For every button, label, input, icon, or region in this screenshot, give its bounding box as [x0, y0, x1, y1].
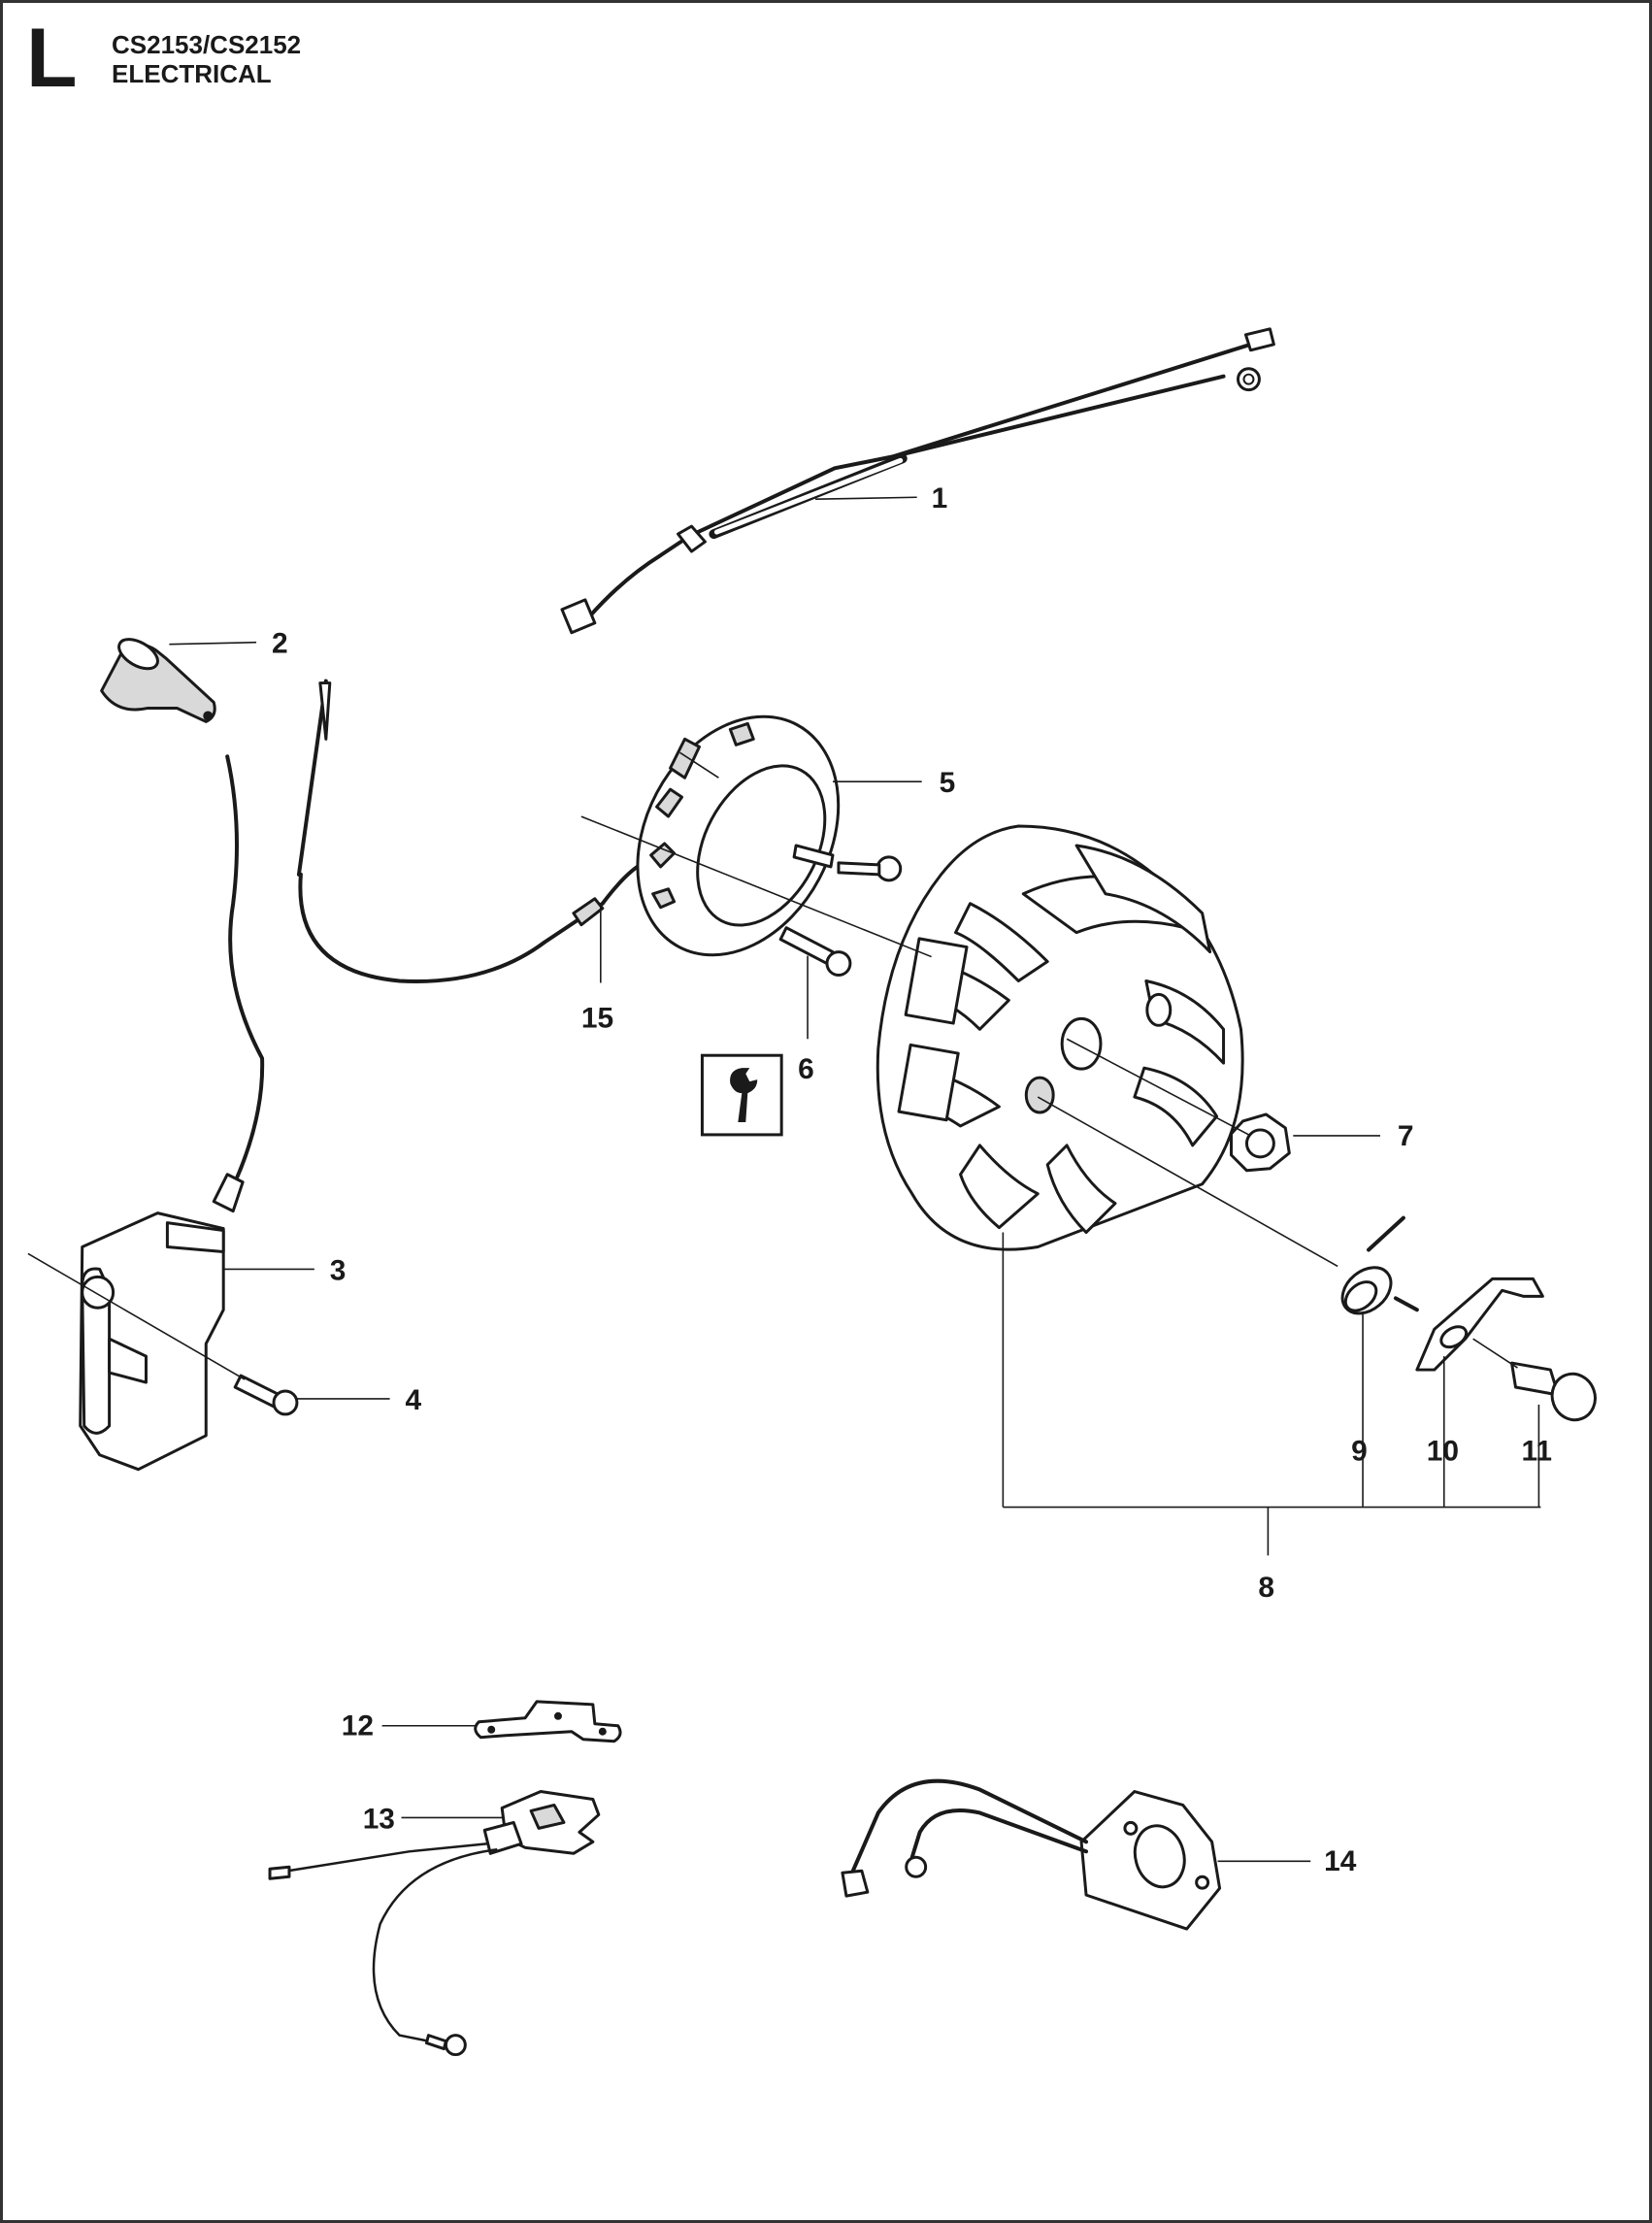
model-number: CS2153/CS2152 — [112, 30, 302, 59]
part-6-stator-screws[interactable] — [778, 844, 903, 977]
callout-6[interactable]: 6 — [798, 1053, 814, 1085]
part-3-ignition-coil[interactable] — [79, 754, 265, 1472]
callout-10[interactable]: 10 — [1427, 1436, 1459, 1468]
part-11-pawl-pin[interactable] — [1510, 1361, 1602, 1426]
part-15-stator-wire[interactable] — [296, 679, 653, 983]
part-12-bracket[interactable] — [474, 1700, 622, 1743]
callout-12[interactable]: 12 — [342, 1710, 374, 1742]
part-8-flywheel[interactable] — [876, 824, 1244, 1251]
wrench-icon — [700, 1053, 783, 1137]
part-10-starter-pawl[interactable] — [1415, 1277, 1544, 1372]
callout-14[interactable]: 14 — [1324, 1845, 1357, 1877]
callout-8[interactable]: 8 — [1258, 1572, 1274, 1604]
callout-11[interactable]: 11 — [1521, 1436, 1552, 1468]
callout-2[interactable]: 2 — [272, 628, 288, 660]
assembly-axis-lines — [27, 751, 1518, 1380]
exploded-view-diagram: 1 2 3 4 5 6 7 8 9 10 11 12 13 14 15 — [27, 327, 1602, 2057]
part-13-stop-switch[interactable] — [268, 1790, 601, 2057]
part-9-starter-spring[interactable] — [1334, 1215, 1419, 1323]
part-2-spark-plug-boot[interactable] — [100, 633, 216, 723]
callout-3[interactable]: 3 — [330, 1254, 347, 1286]
section-letter: L — [26, 12, 78, 105]
part-1-wire-harness[interactable] — [560, 327, 1275, 635]
part-4-coil-screw[interactable] — [233, 1374, 299, 1416]
callout-15[interactable]: 15 — [581, 1002, 613, 1034]
callout-9[interactable]: 9 — [1351, 1436, 1368, 1468]
part-7-flywheel-nut[interactable] — [1230, 1112, 1291, 1173]
page-title: CS2153/CS2152 ELECTRICAL — [112, 30, 301, 88]
part-14-harness-gasket[interactable] — [841, 1778, 1222, 1931]
section-title: ELECTRICAL — [112, 59, 272, 88]
callout-5[interactable]: 5 — [940, 767, 956, 799]
part-5-stator-ring[interactable] — [598, 681, 878, 990]
callout-7[interactable]: 7 — [1398, 1120, 1414, 1152]
callout-labels: 1 2 3 4 5 6 7 8 9 10 11 12 13 14 15 — [272, 482, 1552, 1877]
leader-lines — [169, 496, 1541, 1863]
callout-13[interactable]: 13 — [363, 1803, 395, 1835]
callout-1[interactable]: 1 — [932, 482, 948, 514]
callout-4[interactable]: 4 — [406, 1384, 422, 1416]
